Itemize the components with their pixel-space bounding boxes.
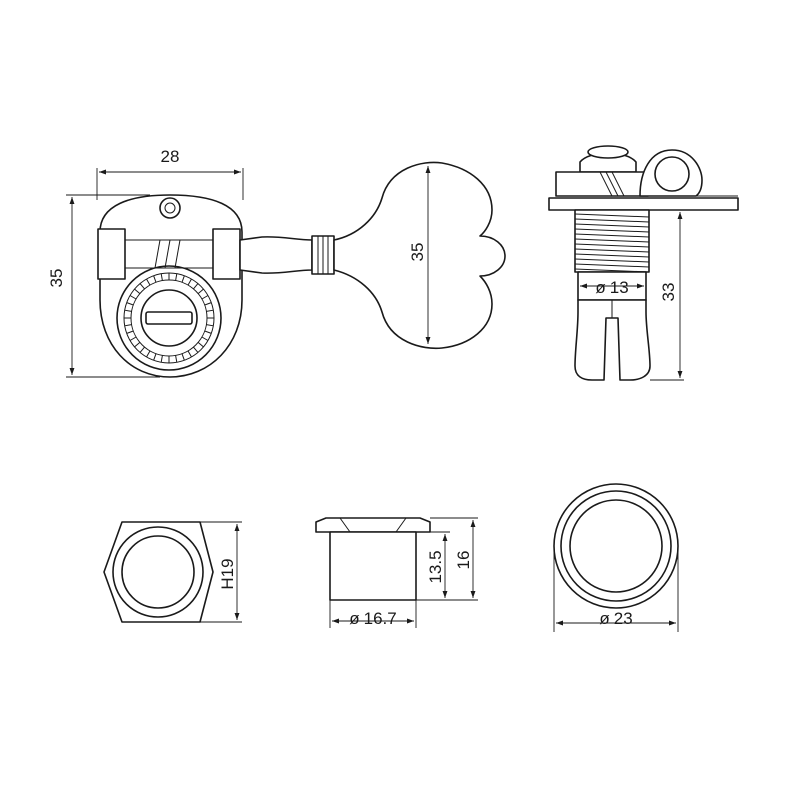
gear-tooth xyxy=(197,288,204,294)
gear-tooth xyxy=(187,350,192,358)
tuner-housing xyxy=(99,194,243,378)
dim-side-height-label: 33 xyxy=(659,283,678,302)
gear-tooth xyxy=(204,330,212,334)
gear-tooth xyxy=(206,309,214,312)
gear-tooth xyxy=(134,342,141,348)
bushing-body xyxy=(329,531,417,601)
dim-front-width-label: 28 xyxy=(161,147,180,166)
gear-tooth xyxy=(193,283,199,290)
front-view: 28 35 xyxy=(47,147,506,378)
dim-bushing-total-height-label: 16 xyxy=(454,551,473,570)
gear-tooth xyxy=(139,346,145,353)
gear-tooth xyxy=(153,353,157,361)
thread-line xyxy=(574,263,650,268)
gear-tooth xyxy=(134,288,141,294)
gear-tooth xyxy=(201,295,209,300)
gear-tooth xyxy=(146,278,151,286)
gear-tooth xyxy=(201,336,209,341)
bushing-flange xyxy=(315,517,431,533)
gear-tooth xyxy=(175,355,178,363)
tuning-button xyxy=(333,161,506,350)
gear-tooth xyxy=(175,273,178,281)
ear-hole xyxy=(654,156,690,192)
gear-tooth xyxy=(181,275,185,283)
gear-tooth xyxy=(181,353,185,361)
shaft-bearing-left xyxy=(97,228,126,280)
gear-tooth xyxy=(206,324,214,327)
threads xyxy=(574,213,650,273)
hex-nut-outer-ring xyxy=(112,526,204,618)
gear-tooth xyxy=(129,295,137,300)
hex-nut-bore xyxy=(121,535,195,609)
mounting-ear xyxy=(639,149,703,197)
thread-line xyxy=(574,248,650,253)
gear-tooth xyxy=(126,302,134,306)
dim-bushing-inner-height-label: 13.5 xyxy=(426,550,445,583)
thread-line xyxy=(574,243,650,248)
thread-line xyxy=(574,213,650,218)
gear-tooth xyxy=(129,336,137,341)
mounting-screw-hole xyxy=(159,197,181,219)
thread-line xyxy=(574,258,650,263)
gear-tooth xyxy=(124,309,132,312)
hex-nut-outline xyxy=(103,521,214,623)
thread-line xyxy=(574,238,650,243)
dim-front-height-label: 35 xyxy=(47,269,66,288)
dim-hex-label: H19 xyxy=(218,558,237,589)
gear-tooth xyxy=(153,275,157,283)
washer-bore xyxy=(569,499,663,593)
tuning-shaft xyxy=(239,236,313,274)
gear-tooth xyxy=(124,324,132,327)
thread-line xyxy=(574,218,650,223)
gear-tooth xyxy=(160,273,163,281)
gear-tooth xyxy=(160,355,163,363)
post-slot xyxy=(145,311,193,325)
gear-tooth xyxy=(126,330,134,334)
washer-outer xyxy=(553,483,679,609)
thread-line xyxy=(574,233,650,238)
gear-tooth xyxy=(146,350,151,358)
thread-line xyxy=(574,228,650,233)
gear-tooth xyxy=(139,283,145,290)
gear-tooth xyxy=(193,346,199,353)
gear-tooth xyxy=(197,342,204,348)
gear-teeth xyxy=(124,273,214,363)
hex-nut: H19 xyxy=(103,521,242,623)
thread-line xyxy=(574,253,650,258)
gear-outer xyxy=(116,265,222,371)
base-flange xyxy=(548,197,739,211)
dim-button-height-label: 35 xyxy=(408,243,427,262)
gear-tooth xyxy=(204,302,212,306)
gear-tooth xyxy=(187,278,192,286)
post-slot-bottom xyxy=(574,299,651,381)
shaft-bearing-right xyxy=(212,228,241,280)
thread-line xyxy=(574,223,650,228)
